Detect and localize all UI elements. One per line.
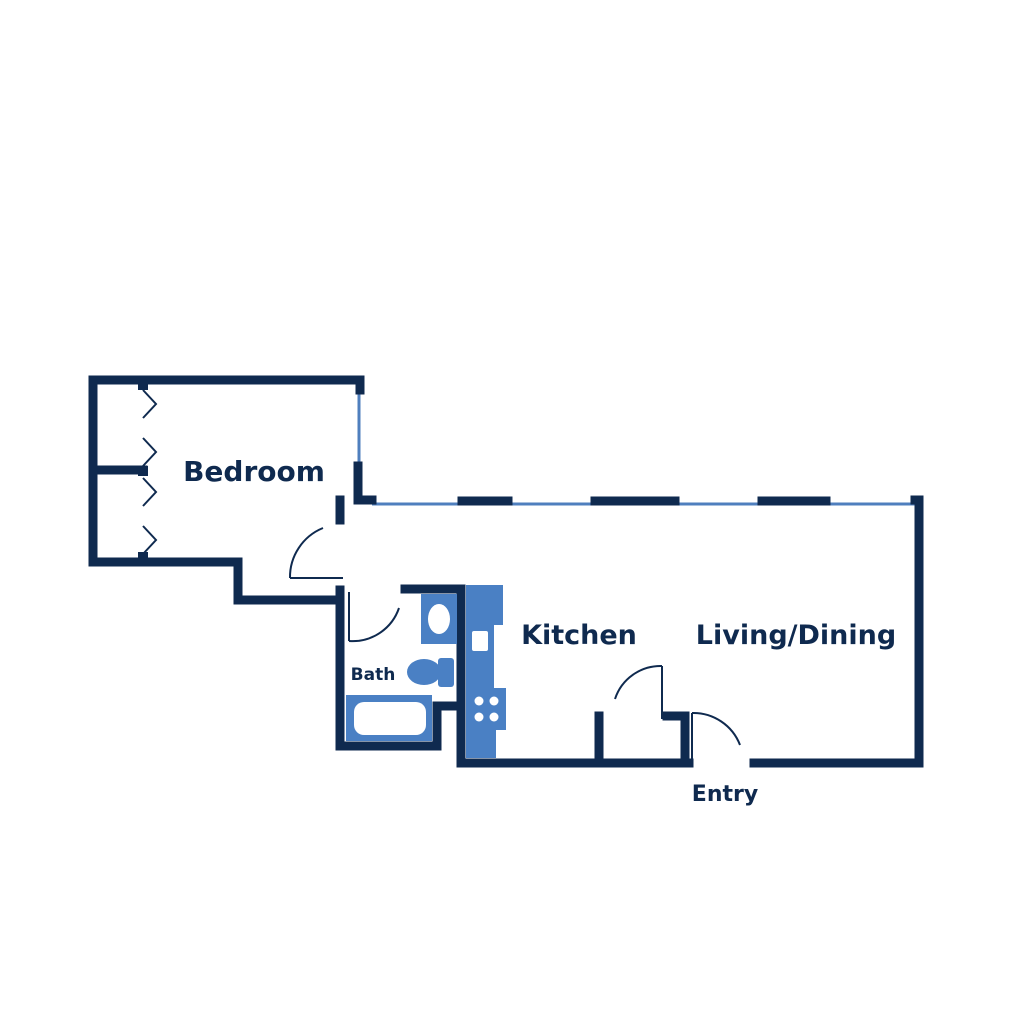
- bath-sink: [421, 594, 457, 644]
- bath-wall: [335, 585, 466, 751]
- refrigerator: [472, 631, 488, 651]
- door-swings: [288, 527, 741, 763]
- bedroom-wall: [88, 375, 365, 605]
- bath-door-arc: [348, 607, 400, 643]
- room-label-living-dining: Living/Dining: [696, 620, 896, 651]
- closet-door-arc: [614, 664, 663, 700]
- toilet: [407, 658, 454, 687]
- room-label-bedroom: Bedroom: [183, 455, 325, 488]
- stove-burners: [474, 696, 499, 722]
- walls: [88, 375, 924, 768]
- living-outer-wall: [749, 495, 924, 768]
- room-label-bath: Bath: [351, 665, 396, 685]
- room-label-kitchen: Kitchen: [521, 620, 637, 651]
- entry-door-arc: [691, 711, 741, 746]
- bathtub: [346, 695, 432, 741]
- kitchen-counter: [466, 585, 506, 758]
- bedroom-door-arc: [288, 527, 324, 579]
- pantry-wall-right: [662, 711, 690, 768]
- closet-tick-marks: [138, 382, 148, 560]
- kitchen-bottom-wall: [400, 584, 694, 768]
- windows: [357, 392, 916, 506]
- bedroom-corner-wall: [353, 461, 377, 505]
- closet-bifold-doors: [142, 389, 158, 555]
- room-label-entry: Entry: [692, 782, 758, 807]
